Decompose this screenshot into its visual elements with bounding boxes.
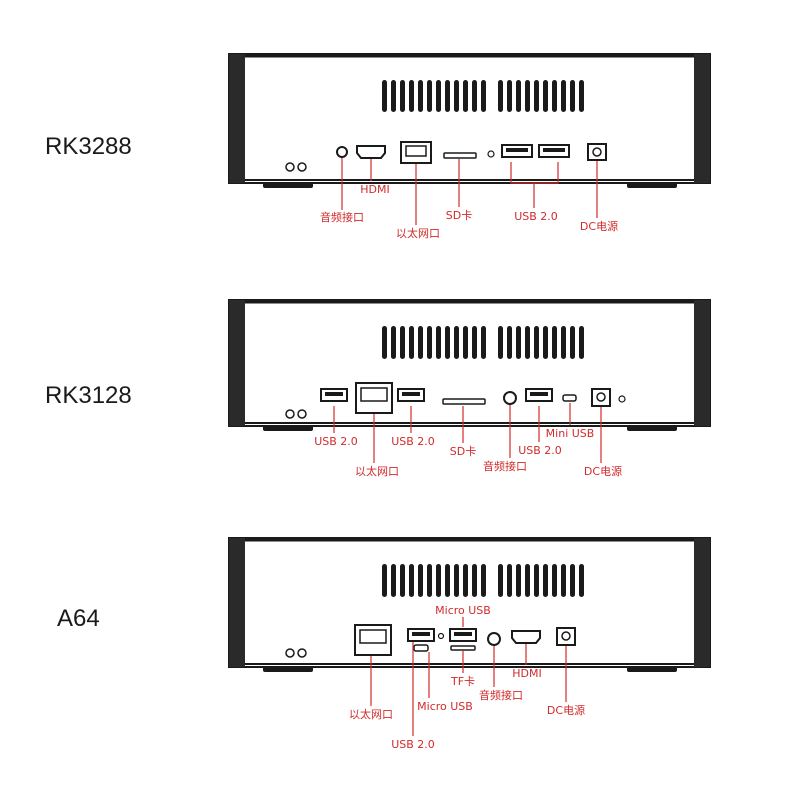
foot	[627, 425, 677, 431]
ethernet-port	[355, 382, 393, 414]
vent-grille-left	[382, 80, 486, 112]
status-led	[297, 648, 307, 658]
port-label-ethernet: 以太网口	[355, 465, 399, 478]
port-label-mini-usb: Mini USB	[545, 427, 595, 440]
port-label-micro-usb: Micro USB	[417, 700, 473, 713]
port-label-usb: USB 2.0	[514, 210, 558, 223]
status-led	[297, 409, 307, 419]
device-body	[228, 299, 711, 427]
port-label-dc: DC电源	[583, 465, 623, 478]
usb-port	[538, 144, 570, 158]
ethernet-port	[400, 141, 432, 164]
right-end-cap	[694, 54, 710, 183]
port-label-usb: USB 2.0	[391, 738, 435, 751]
usb-port	[501, 144, 533, 158]
port-label-dc: DC电源	[579, 220, 619, 233]
foot	[263, 666, 313, 672]
status-led	[285, 648, 295, 658]
port-label-dc: DC电源	[546, 704, 586, 717]
device-a64	[228, 537, 711, 736]
sd-card-slot	[442, 398, 486, 405]
model-label-a64: A64	[57, 605, 100, 632]
reset-hole	[487, 150, 495, 158]
audio-jack	[503, 391, 517, 405]
dc-power-jack	[591, 388, 611, 407]
port-label-audio: 音频接口	[483, 460, 527, 473]
vent-grille-left	[382, 326, 486, 359]
left-end-cap	[229, 54, 245, 183]
hdmi-port	[511, 630, 541, 644]
vent-grille-left	[382, 564, 486, 597]
usb-port	[397, 388, 425, 402]
vent-grille-right	[498, 326, 584, 359]
port-label-tf: TF卡	[450, 675, 476, 688]
tf-card-slot	[450, 645, 476, 651]
port-label-hdmi: HDMI	[512, 667, 542, 680]
dc-power-jack	[556, 627, 576, 646]
usb-port	[320, 388, 348, 402]
micro-usb-port	[413, 644, 429, 652]
status-led	[285, 409, 295, 419]
right-end-cap	[694, 300, 710, 426]
port-label-ethernet: 以太网口	[396, 227, 440, 240]
foot	[627, 666, 677, 672]
right-end-cap	[694, 538, 710, 667]
status-led	[285, 162, 295, 172]
left-end-cap	[229, 538, 245, 667]
foot	[263, 182, 313, 188]
audio-jack	[336, 146, 348, 158]
port-label-audio: 音频接口	[320, 211, 364, 224]
device-rk3128	[228, 299, 711, 463]
port-label-usb-left: USB 2.0	[314, 435, 358, 448]
port-label-usb-right: USB 2.0	[518, 444, 562, 457]
usb-port	[449, 628, 477, 642]
left-end-cap	[229, 300, 245, 426]
vent-grille-right	[498, 80, 584, 112]
status-led	[297, 162, 307, 172]
leader-lines	[370, 617, 567, 736]
audio-jack	[487, 632, 501, 646]
leader-lines	[333, 403, 602, 463]
ethernet-port	[354, 624, 392, 656]
mini-usb-port	[562, 394, 577, 402]
model-label-rk3128: RK3128	[45, 382, 132, 409]
vent-grille-right	[498, 564, 584, 597]
sd-card-slot	[443, 152, 477, 159]
model-label-rk3288: RK3288	[45, 133, 132, 160]
port-label-usb-mid: USB 2.0	[391, 435, 435, 448]
device-rk3288	[228, 53, 711, 225]
port-label-ethernet: 以太网口	[349, 708, 393, 721]
port-label-micro-usb-top: Micro USB	[435, 604, 491, 617]
port-label-sd: SD卡	[449, 445, 477, 458]
port-label-audio: 音频接口	[479, 689, 523, 702]
usb-port	[407, 628, 435, 642]
reset-hole	[437, 632, 445, 640]
dc-power-jack	[587, 143, 607, 161]
usb-port	[525, 388, 553, 402]
leader-lines	[341, 158, 598, 225]
foot	[627, 182, 677, 188]
device-body	[228, 537, 711, 668]
hdmi-port	[356, 145, 386, 159]
port-label-hdmi: HDMI	[360, 183, 390, 196]
device-body	[228, 53, 711, 184]
port-label-sd: SD卡	[445, 209, 473, 222]
reset-hole	[618, 395, 626, 403]
foot	[263, 425, 313, 431]
